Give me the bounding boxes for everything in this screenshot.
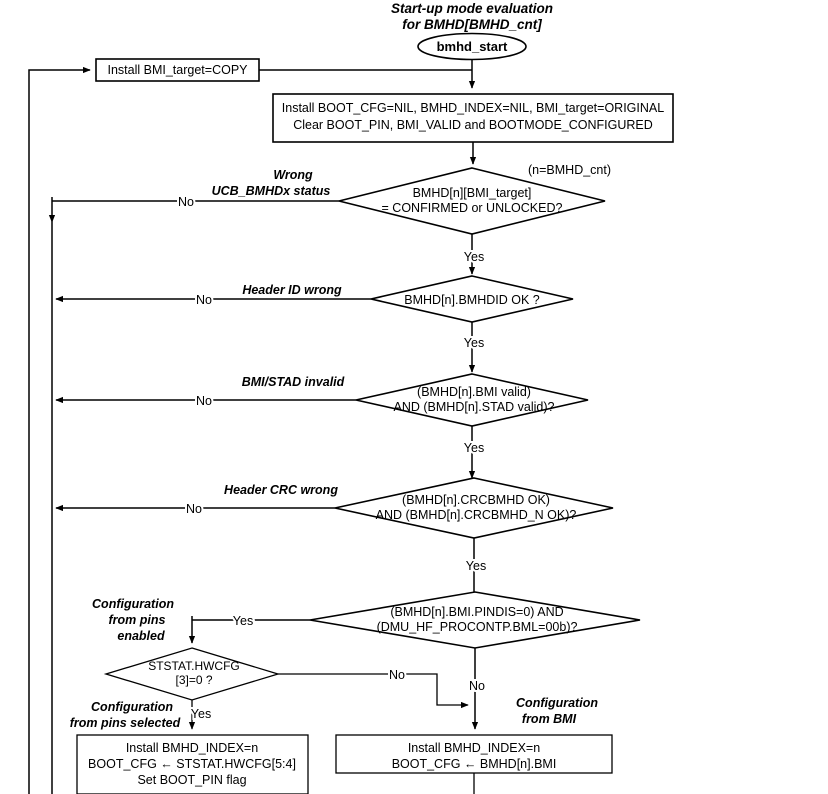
decision-header-crc: (BMHD[n].CRCBMHD OK) AND (BMHD[n].CRCBMH… (334, 477, 614, 539)
note-n-equals-bmhd-cnt: (n=BMHD_cnt) (528, 163, 611, 177)
edge-label-yes-pindis: Yes (233, 614, 253, 628)
annot-config-pins-enabled-line2: from pins (109, 613, 166, 627)
hwcfg-line2: [3]=0 ? (175, 673, 212, 687)
decision-pindis-bml: (BMHD[n].BMI.PINDIS=0) AND (DMU_HF_PROCO… (309, 591, 641, 649)
decision-header-id: BMHD[n].BMHDID OK ? (370, 275, 574, 323)
annot-config-bmi-line2: from BMI (522, 712, 577, 726)
annot-config-pins-selected-line1: Configuration (91, 700, 173, 714)
hwcfg-line1: STSTAT.HWCFG (148, 659, 240, 673)
diagram-title-line2: for BMHD[BMHD_cnt] (402, 17, 542, 32)
diagram-title-line1: Start-up mode evaluation (391, 1, 553, 16)
annot-wrong-ucb-line2: UCB_BMHDx status (212, 184, 331, 198)
annot-config-pins-enabled-line3: enabled (117, 629, 165, 643)
install-pins-line3: Set BOOT_PIN flag (137, 773, 246, 787)
box-install-bmi-target-copy: Install BMI_target=COPY (95, 58, 260, 82)
annot-bmi-stad-invalid: BMI/STAD invalid (242, 375, 345, 389)
annot-header-crc-wrong: Header CRC wrong (224, 483, 338, 497)
annot-config-pins-selected-line2: from pins selected (70, 716, 181, 730)
edge-label-no-crc: No (186, 502, 202, 516)
box-install-from-pins: Install BMHD_INDEX=n BOOT_CFG ← STSTAT.H… (76, 734, 309, 794)
ucb-status-line2: = CONFIRMED or UNLOCKED? (382, 201, 563, 215)
box-install-from-bmi: Install BMHD_INDEX=n BOOT_CFG ← BMHD[n].… (335, 734, 613, 774)
install-bmi-line1: Install BMHD_INDEX=n (408, 741, 540, 755)
annot-wrong-ucb-line1: Wrong (273, 168, 313, 182)
edge-label-no-header-id: No (196, 293, 212, 307)
install-pins-line2: BOOT_CFG ← STSTAT.HWCFG[5:4] (88, 757, 296, 771)
decision-ucb-bmhdx-status: BMHD[n][BMI_target] = CONFIRMED or UNLOC… (338, 167, 606, 235)
box-install-defaults: Install BOOT_CFG=NIL, BMHD_INDEX=NIL, BM… (272, 93, 674, 143)
edge-label-yes-crc: Yes (466, 559, 486, 573)
terminal-bmhd-start: bmhd_start (417, 32, 527, 61)
install-pins-line1: Install BMHD_INDEX=n (126, 741, 258, 755)
pindis-line1: (BMHD[n].BMI.PINDIS=0) AND (390, 605, 563, 619)
edge-label-no-hwcfg: No (389, 668, 405, 682)
crc-line2: AND (BMHD[n].CRCBMHD_N OK)? (376, 508, 577, 522)
annot-config-pins-enabled-line1: Configuration (92, 597, 174, 611)
edge-label-yes-bmi-stad: Yes (464, 441, 484, 455)
install-bmi-line2: BOOT_CFG ← BMHD[n].BMI (392, 757, 557, 771)
edge-label-no-ucb: No (178, 195, 194, 209)
pindis-line2: (DMU_HF_PROCONTP.BML=00b)? (377, 620, 578, 634)
edge-label-yes-ucb: Yes (464, 250, 484, 264)
decision-bmi-stad-valid: (BMHD[n].BMI valid) AND (BMHD[n].STAD va… (355, 373, 589, 427)
decision-ststat-hwcfg: STSTAT.HWCFG [3]=0 ? (103, 647, 281, 701)
install-defaults-line2: Clear BOOT_PIN, BMI_VALID and BOOTMODE_C… (293, 118, 653, 132)
install-copy-label: Install BMI_target=COPY (108, 63, 249, 77)
crc-line1: (BMHD[n].CRCBMHD OK) (402, 493, 550, 507)
header-id-label: BMHD[n].BMHDID OK ? (404, 293, 539, 307)
bmi-stad-line1: (BMHD[n].BMI valid) (417, 385, 531, 399)
edge-hwcfg-no (278, 673, 469, 709)
annot-header-id-wrong: Header ID wrong (242, 283, 342, 297)
edge-label-no-pindis: No (469, 679, 485, 693)
bmi-stad-line2: AND (BMHD[n].STAD valid)? (394, 400, 555, 414)
edge-outer-loop-to-copy (28, 66, 91, 794)
install-defaults-line1: Install BOOT_CFG=NIL, BMHD_INDEX=NIL, BM… (282, 101, 664, 115)
ucb-status-line1: BMHD[n][BMI_target] (413, 186, 532, 200)
terminal-label: bmhd_start (437, 39, 508, 54)
edge-label-yes-header-id: Yes (464, 336, 484, 350)
annot-config-bmi-line1: Configuration (516, 696, 598, 710)
edge-label-no-bmi-stad: No (196, 394, 212, 408)
edge-label-yes-hwcfg: Yes (191, 707, 211, 721)
